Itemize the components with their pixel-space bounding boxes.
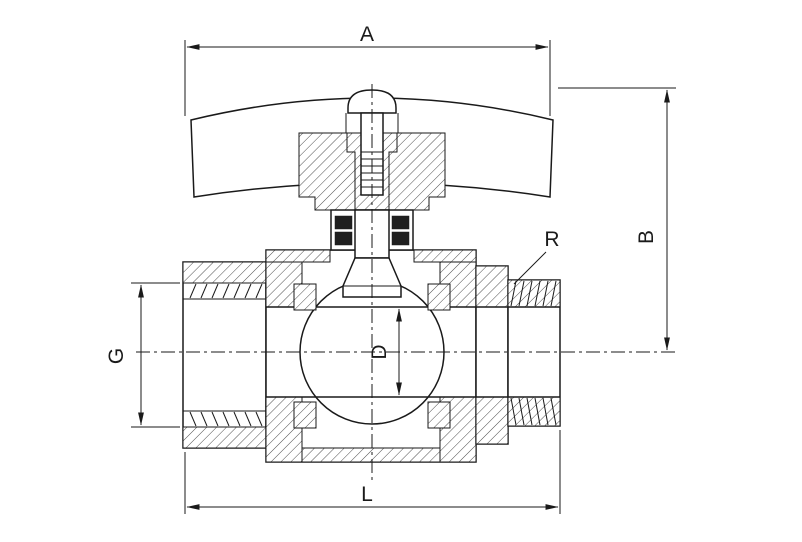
stem-packing-seal [334,215,353,230]
dimension-g: G [105,282,180,428]
left-union-nut [182,261,267,449]
dimension-g-label: G [105,348,128,364]
label-r: R [513,228,560,285]
dimension-b: B [558,87,676,351]
right-adapter [475,265,509,445]
male-thread-profile [510,280,557,426]
dimension-l: L [184,430,561,514]
dimension-a: A [184,23,551,116]
stem-packing-seal [391,231,410,246]
r-leader-line [513,251,547,285]
dimension-r-label: R [544,228,559,251]
dimension-l-label: L [361,483,373,506]
male-thread-end [507,279,561,427]
seat-ring [427,401,451,429]
female-thread-profile [183,283,266,427]
handle-screw-head [347,89,397,114]
dimension-b-label: B [635,230,658,244]
dimension-d-label: D [368,344,391,359]
dimension-d: D [368,308,402,396]
stem-packing-seal [391,215,410,230]
stem-packing-seal [334,231,353,246]
centerlines [136,84,676,480]
seat-ring [427,283,451,311]
seat-ring [293,283,317,311]
dimension-a-label: A [360,23,374,46]
seat-ring [293,401,317,429]
